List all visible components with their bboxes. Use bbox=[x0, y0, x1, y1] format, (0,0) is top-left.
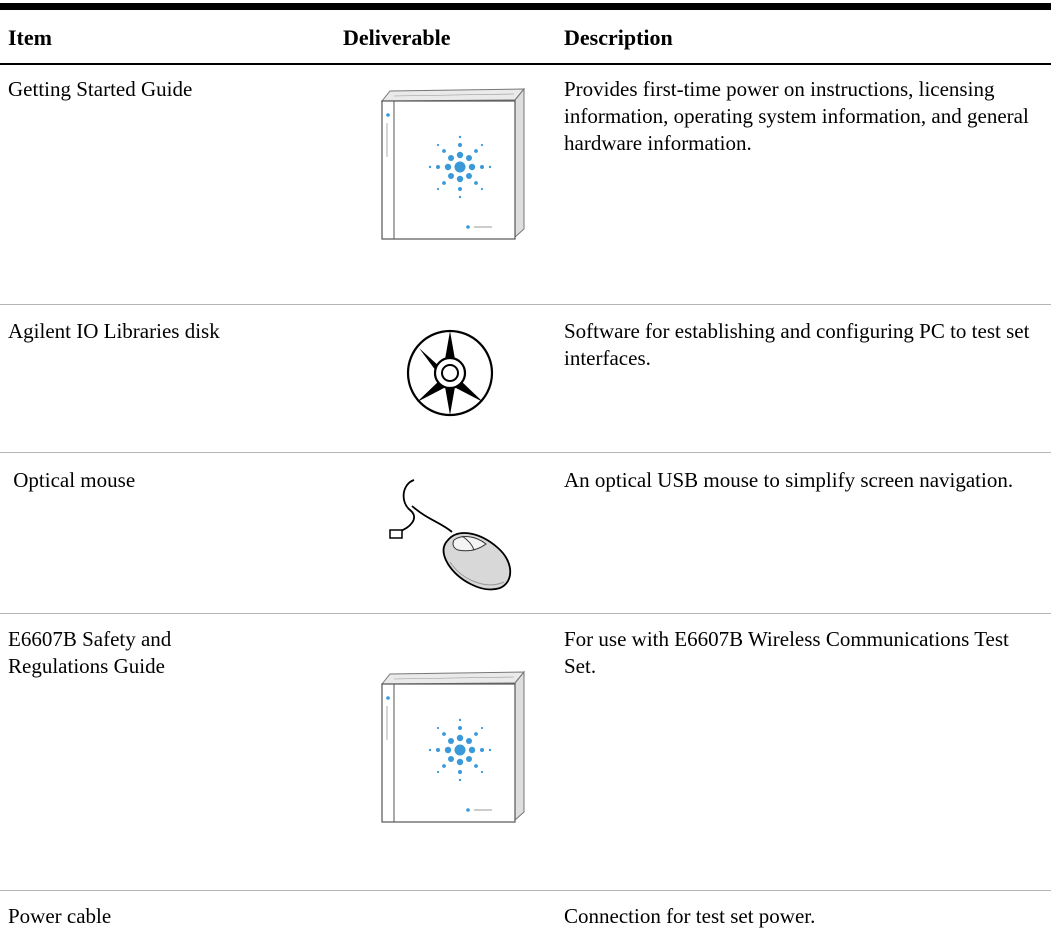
item-description: An optical USB mouse to simplify screen … bbox=[564, 468, 1014, 492]
row-divider bbox=[0, 890, 1051, 891]
item-name: Agilent IO Libraries disk bbox=[8, 319, 220, 343]
item-description: Connection for test set power. bbox=[564, 904, 816, 928]
item-description: Provides first-time power on instruction… bbox=[564, 77, 1029, 155]
header-rule bbox=[0, 63, 1051, 65]
item-description: Software for establishing and configurin… bbox=[564, 319, 1030, 370]
item-description: For use with E6607B Wireless Communicati… bbox=[564, 627, 1009, 678]
manual-book-icon bbox=[374, 670, 526, 826]
optical-mouse-icon bbox=[388, 470, 518, 595]
item-name: Getting Started Guide bbox=[8, 77, 193, 101]
item-name: E6607B Safety and Regulations Guide bbox=[8, 627, 172, 678]
item-name: Optical mouse bbox=[8, 468, 136, 492]
cd-disk-icon bbox=[405, 328, 495, 418]
manual-book-icon bbox=[374, 87, 526, 243]
item-name: Power cable bbox=[8, 904, 112, 928]
row-divider bbox=[0, 452, 1051, 453]
column-header-deliverable: Deliverable bbox=[343, 25, 451, 50]
column-header-description: Description bbox=[564, 25, 673, 50]
row-divider bbox=[0, 304, 1051, 305]
row-divider bbox=[0, 613, 1051, 614]
top-rule bbox=[0, 3, 1051, 10]
column-header-item: Item bbox=[8, 25, 52, 50]
